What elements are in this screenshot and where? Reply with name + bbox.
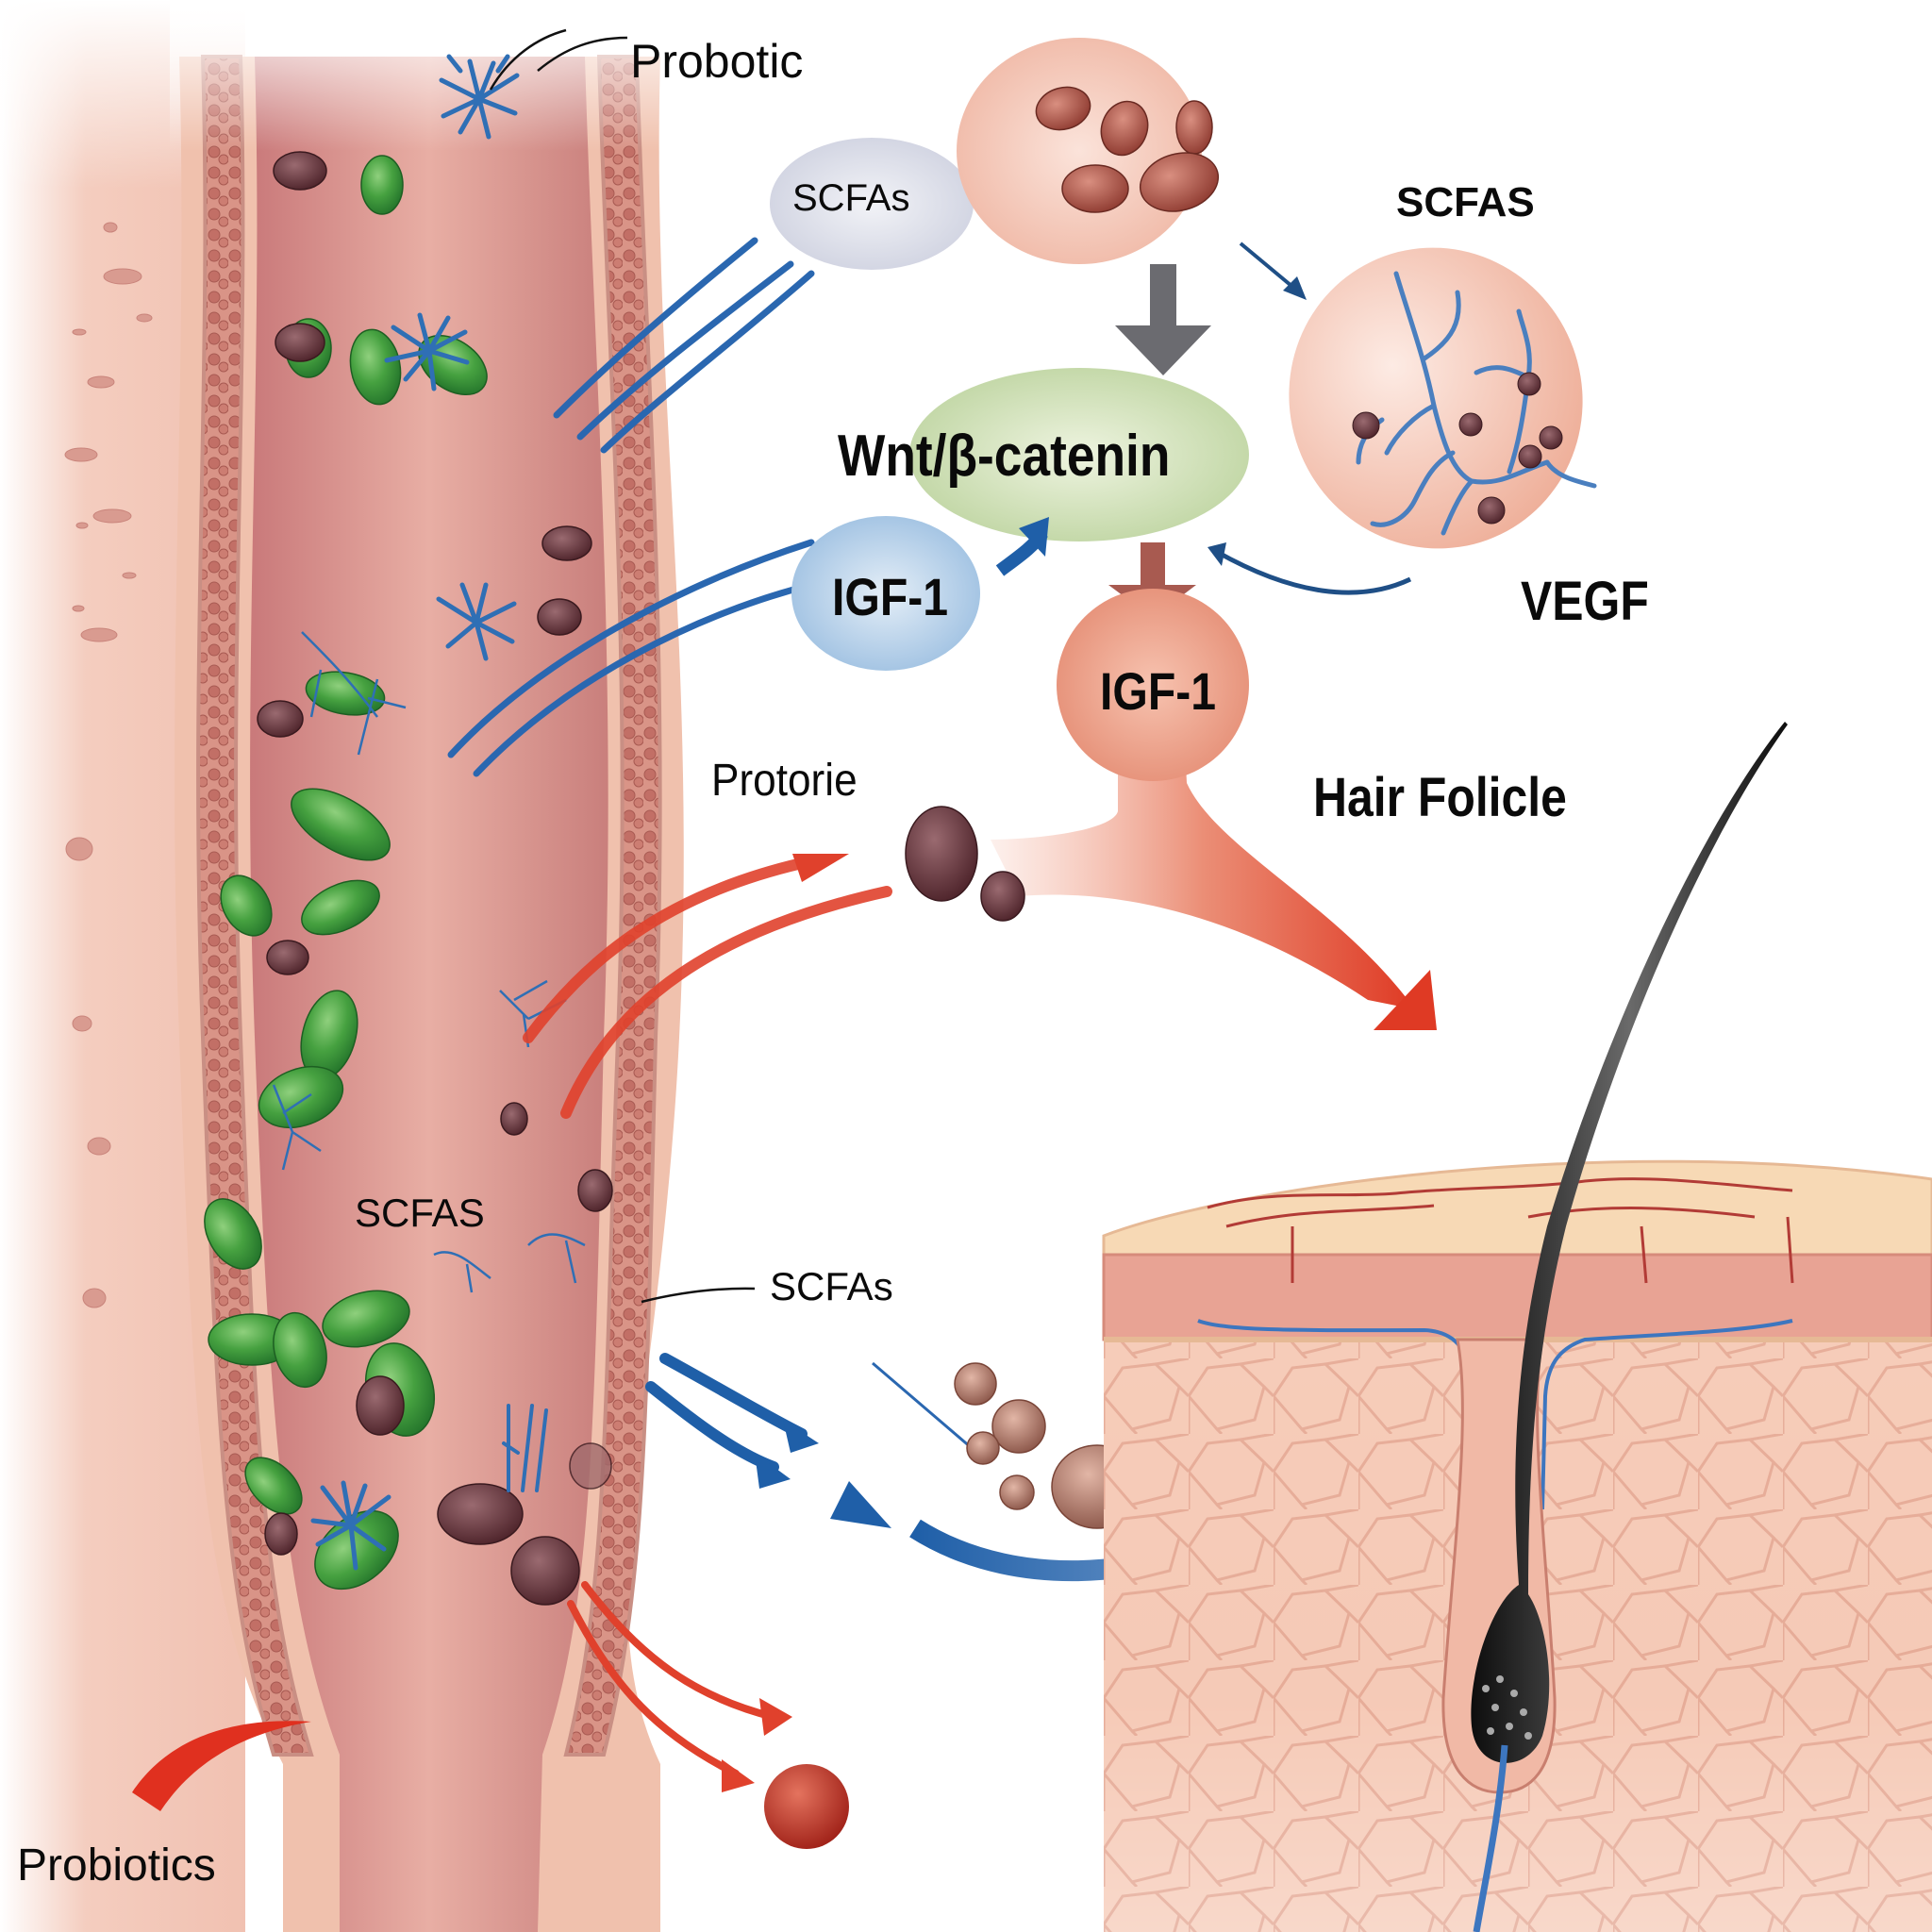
red-blood-cell bbox=[764, 1764, 849, 1849]
intestine-wall-right bbox=[563, 55, 662, 1757]
dermal-papilla bbox=[1482, 1675, 1532, 1740]
vegf-sphere bbox=[1289, 247, 1597, 549]
hair-shaft bbox=[1471, 722, 1788, 1763]
red-arrows-lower bbox=[567, 1581, 777, 1777]
fiber-microbes bbox=[310, 54, 548, 1571]
igf1-node-blue bbox=[791, 516, 980, 671]
skin-cross-section bbox=[1102, 722, 1932, 1932]
bacterium-green bbox=[258, 1065, 344, 1129]
bacterium-green bbox=[273, 1311, 327, 1389]
bacteria bbox=[204, 155, 488, 1591]
label-scfas-node: SCFAs bbox=[792, 177, 910, 219]
probiotics-arrow bbox=[132, 1721, 311, 1811]
bacterium-green bbox=[220, 874, 273, 937]
thin-fibers bbox=[272, 631, 586, 1293]
label-igf1-blue: IGF-1 bbox=[832, 567, 949, 626]
arrowhead-navy bbox=[1283, 276, 1307, 300]
probotic-leader bbox=[489, 28, 628, 91]
label-vegf: VEGF bbox=[1521, 571, 1649, 632]
scfas-pointer-line bbox=[641, 1287, 756, 1304]
blue-arrows-lower bbox=[645, 1353, 808, 1473]
label-scfas-top-right: SCFAS bbox=[1396, 179, 1535, 225]
arrowhead-blue bbox=[1019, 517, 1049, 557]
arrow-vegf-to-wnt bbox=[1215, 549, 1412, 595]
blue-signal-lines bbox=[447, 237, 815, 777]
intestine bbox=[170, 0, 698, 1932]
label-scfas-wall: SCFAs bbox=[770, 1264, 893, 1308]
blood-vessel-follicle bbox=[1473, 1744, 1508, 1932]
label-scfas-lumen: SCFAS bbox=[355, 1191, 485, 1235]
arrowhead-red bbox=[792, 854, 849, 882]
bacterium-green bbox=[244, 1457, 303, 1515]
red-arrows-upper bbox=[523, 858, 892, 1119]
label-hair-follicle: Hair Folicle bbox=[1313, 767, 1567, 828]
label-igf1-red: IGF-1 bbox=[1100, 661, 1217, 721]
label-probiotics: Probiotics bbox=[17, 1840, 216, 1890]
arrowhead-navy bbox=[1208, 542, 1226, 566]
dark-microbes-visible bbox=[257, 323, 613, 1606]
label-wnt-beta-catenin: Wnt/β-catenin bbox=[838, 424, 1171, 489]
label-protorie: Protorie bbox=[711, 756, 858, 806]
droplets bbox=[64, 222, 153, 1308]
bacterium-green bbox=[322, 1290, 410, 1348]
intestine-lumen bbox=[250, 57, 608, 1932]
arrowhead-red-large bbox=[1374, 970, 1437, 1030]
igf1-node-red bbox=[991, 589, 1415, 1009]
arrowhead-blue bbox=[783, 1420, 819, 1453]
bacterium-green bbox=[291, 788, 391, 861]
dark-microbes bbox=[273, 151, 327, 344]
arrow-gray-down bbox=[1115, 264, 1211, 375]
scfas-node bbox=[770, 138, 974, 270]
arrowhead-blue bbox=[755, 1453, 791, 1489]
bacterium-green bbox=[360, 155, 404, 215]
bacterium-green bbox=[349, 328, 402, 406]
arrow-to-vegf bbox=[1239, 242, 1299, 292]
bacterium-green bbox=[301, 879, 380, 936]
wnt-node bbox=[909, 368, 1249, 541]
label-probotic: Probotic bbox=[630, 35, 804, 88]
bacterium-green bbox=[204, 1198, 262, 1270]
scfas-pointer-line-blue bbox=[872, 1361, 973, 1450]
protorie-cells bbox=[905, 806, 1025, 922]
cell-cluster-top bbox=[957, 38, 1220, 264]
microbe-dark bbox=[273, 151, 327, 191]
arrowhead-red bbox=[759, 1698, 792, 1736]
arrowhead-red bbox=[722, 1759, 755, 1792]
bacterium-green bbox=[305, 671, 386, 716]
arrowhead-blue-large bbox=[830, 1481, 891, 1528]
